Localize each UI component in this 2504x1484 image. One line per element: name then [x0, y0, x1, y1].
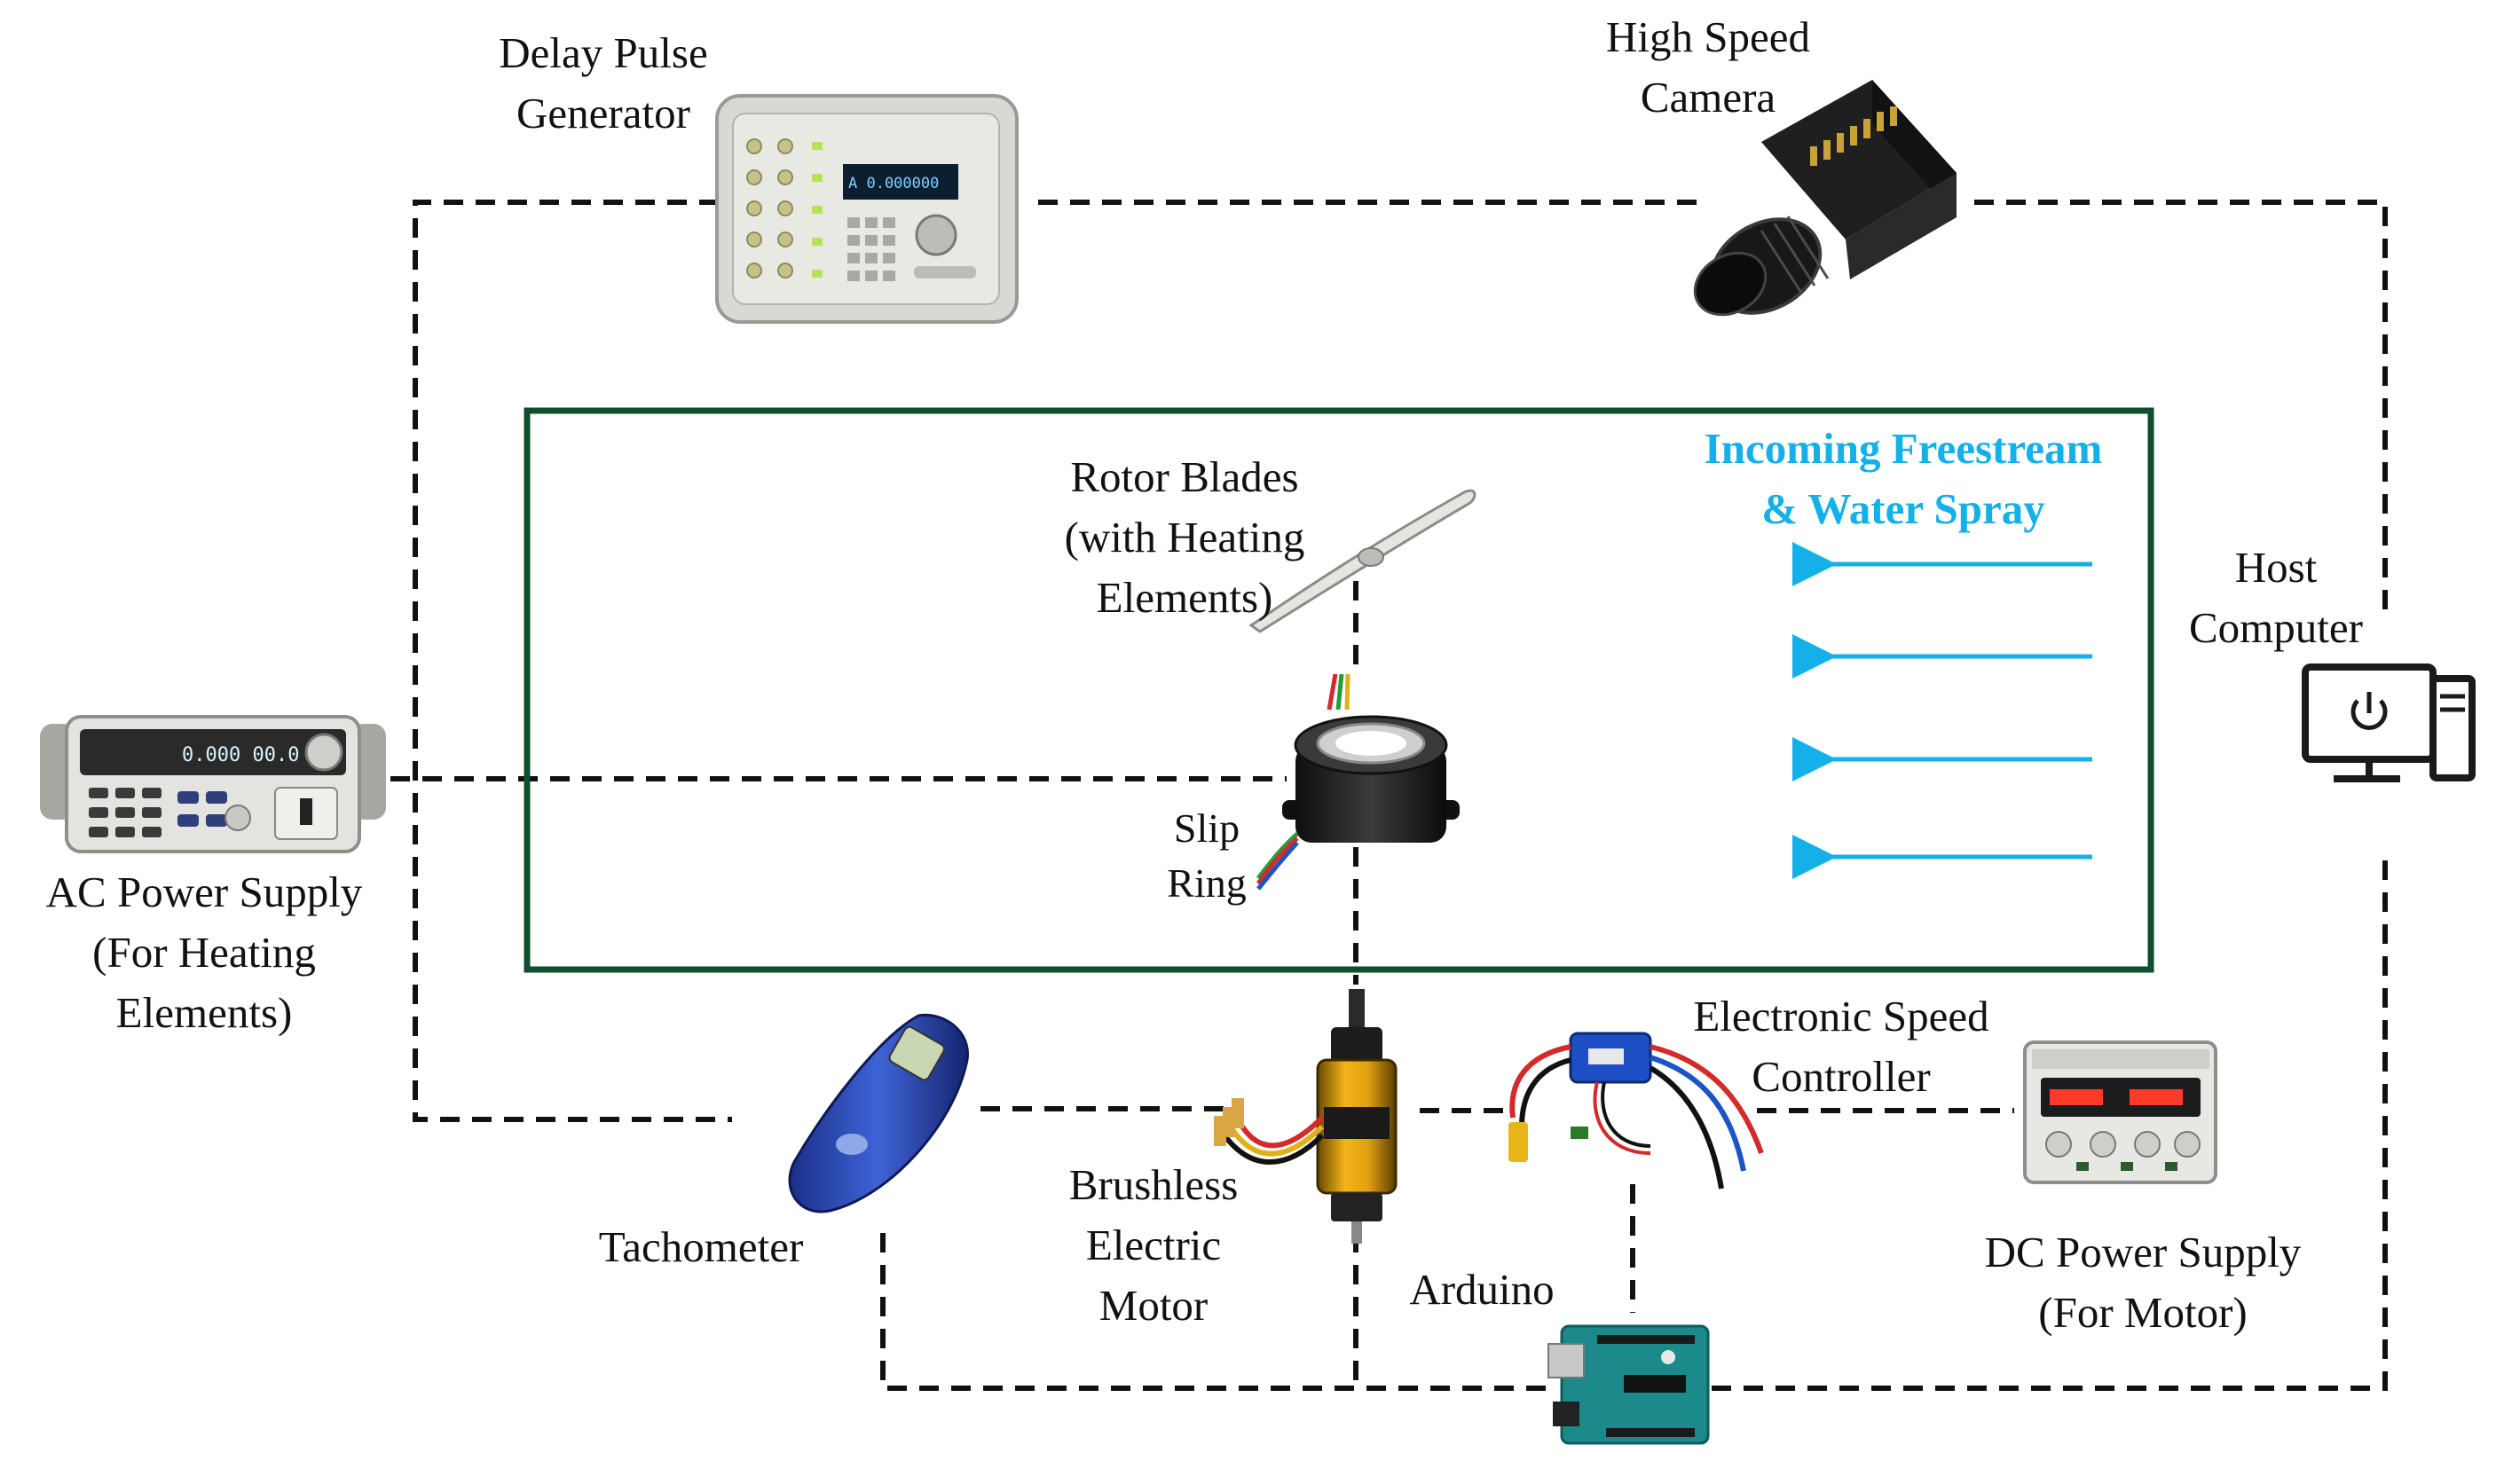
slip-ring-image: [1256, 673, 1460, 891]
power-icon: [2350, 692, 2388, 730]
label-line: Brushless: [1068, 1160, 1239, 1209]
label-line: Tachometer: [598, 1222, 804, 1271]
freestream-label: Incoming Freestream & Water Spray: [1681, 419, 2125, 539]
freestream-arrows: [1792, 542, 2092, 879]
brushless-motor-image: [1214, 989, 1398, 1244]
rotor-blade-image: [1248, 489, 1476, 633]
label-line: (with Heating: [1064, 513, 1305, 561]
label-line: Electronic Speed: [1693, 992, 1989, 1040]
label-line: High Speed: [1606, 12, 1810, 61]
line-host-down: [1690, 860, 2388, 1391]
label-line: Computer: [2189, 603, 2363, 652]
label-line: Controller: [1752, 1052, 1931, 1101]
label-line: Electric: [1085, 1221, 1222, 1269]
line-camera-to-host: [1974, 200, 2388, 621]
delay-pulse-generator-image: A 0.000000: [715, 94, 1019, 324]
test-section-enclosure: [524, 407, 2154, 973]
label-line: Elements): [115, 988, 293, 1037]
connection-lines: [390, 200, 2388, 1391]
label-line: Generator: [516, 89, 690, 137]
label-line: Slip: [1173, 805, 1240, 851]
tachometer-image: [788, 1013, 969, 1213]
ac-power-supply-image: 0.000 00.0: [40, 715, 386, 853]
label-line: Host: [2234, 543, 2318, 592]
dc-power-supply-image: [2023, 1040, 2217, 1184]
high-speed-camera-image: [1693, 80, 1957, 317]
label-line: AC Power Supply: [45, 868, 363, 916]
arduino-image: [1547, 1324, 1710, 1445]
esc-image: [1508, 1032, 1764, 1190]
label-line: Ring: [1167, 860, 1247, 906]
dpg-display-text: A 0.000000: [848, 175, 939, 192]
label-line: Motor: [1098, 1281, 1209, 1330]
tachometer-label: Tachometer: [568, 1217, 834, 1277]
label-line: Incoming Freestream: [1704, 424, 2103, 473]
host-computer-image: [2302, 663, 2476, 782]
delay-pulse-generator-label: Delay Pulse Generator: [479, 23, 728, 144]
label-line: Rotor Blades: [1070, 452, 1299, 501]
label-line: Elements): [1096, 573, 1273, 622]
label-line: (For Motor): [2038, 1288, 2248, 1337]
label-line: Camera: [1640, 73, 1776, 122]
host-computer-label: Host Computer: [2156, 538, 2396, 658]
ac-display-text: 0.000 00.0: [182, 744, 299, 766]
high-speed-camera-label: High Speed Camera: [1571, 7, 1846, 128]
label-line: DC Power Supply: [1984, 1228, 2302, 1276]
brushless-motor-label: Brushless Electric Motor: [1038, 1155, 1269, 1336]
slip-ring-label: Slip Ring: [1140, 801, 1273, 911]
label-line: & Water Spray: [1761, 484, 2045, 533]
esc-label: Electronic Speed Controller: [1664, 986, 2019, 1107]
ac-power-supply-label: AC Power Supply (For Heating Elements): [18, 862, 390, 1043]
label-line: Delay Pulse: [499, 28, 708, 77]
label-line: Arduino: [1409, 1265, 1555, 1314]
line-left-loop: [413, 200, 732, 1122]
arduino-label: Arduino: [1389, 1260, 1575, 1320]
label-line: (For Heating: [92, 928, 316, 977]
rotor-blades-label: Rotor Blades (with Heating Elements): [1025, 447, 1344, 628]
dc-power-supply-label: DC Power Supply (For Motor): [1957, 1222, 2329, 1343]
